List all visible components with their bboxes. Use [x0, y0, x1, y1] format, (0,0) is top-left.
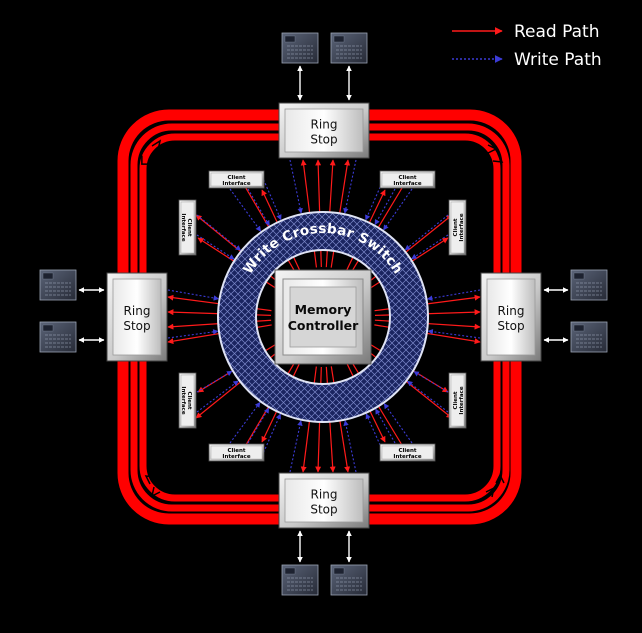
client-interface-label-line2: Interface [459, 213, 465, 241]
client-interface-label-line2: Interface [459, 386, 465, 414]
memory-controller-line2: Controller [288, 318, 359, 333]
write-arrow [196, 234, 235, 260]
write-arrow [343, 159, 357, 214]
chip-right-2 [570, 321, 608, 353]
ring-stop-label-line1: Ring [498, 304, 525, 318]
chip-top-1 [281, 32, 319, 64]
client-interface-label-line2: Interface [180, 213, 186, 241]
write-arrow [343, 420, 357, 473]
ring-stop-label-line2: Stop [310, 133, 337, 147]
write-arrow [374, 188, 396, 226]
write-arrow [383, 188, 413, 231]
write-arrow [404, 214, 449, 251]
write-path-arrows [167, 159, 481, 473]
client-interface-label-line2: Interface [222, 181, 250, 187]
chip-top-2 [330, 32, 368, 64]
write-arrow [229, 188, 262, 232]
memory-controller-line1: Memory [295, 302, 352, 317]
client-interface-label-line2: Interface [222, 454, 250, 460]
write-arrow [411, 234, 449, 260]
write-arrow [413, 371, 449, 393]
ring-direction-arrows [141, 139, 505, 498]
legend-write-label: Write Path [514, 50, 602, 70]
write-arrow [196, 214, 242, 251]
chip-left-2 [39, 321, 77, 353]
write-arrow [196, 370, 233, 393]
write-arrow [289, 159, 303, 214]
write-arrow [426, 289, 481, 301]
ring-stop-label-line1: Ring [311, 488, 338, 502]
ring-stop-label-line1: Ring [311, 118, 338, 132]
crossbar-ring [218, 212, 428, 422]
client-interface-label-line1: Client [453, 391, 459, 409]
client-interface-label-line1: Client [398, 448, 416, 454]
crossbar-inner-edge [255, 249, 391, 385]
ring-stop-label-line1: Ring [124, 304, 151, 318]
write-arrow [167, 329, 219, 339]
chip-bottom-1 [281, 564, 319, 596]
write-arrow [261, 175, 282, 221]
ring-stop-label-line2: Stop [497, 319, 524, 333]
write-arrow [247, 407, 270, 444]
ring-stop-label-line2: Stop [310, 503, 337, 517]
ring-stop-label-line2: Stop [123, 319, 150, 333]
client-interface-label-line2: Interface [393, 454, 421, 460]
client-interface-label-line1: Client [186, 218, 192, 236]
crossbar-outer-edge [217, 211, 429, 423]
chip-left-1 [39, 269, 77, 301]
client-interface-label-line1: Client [227, 448, 245, 454]
client-interfaces: ClientInterfaceClientInterfaceClientInte… [178, 170, 467, 462]
write-arrow [167, 289, 220, 301]
write-arrow [196, 380, 239, 413]
write-arrow [406, 380, 449, 413]
client-interface-label-line2: Interface [180, 386, 186, 414]
memory-controller: Memory Controller [274, 269, 372, 365]
client-interface-label-line1: Client [186, 391, 192, 409]
legend-read-label: Read Path [514, 22, 599, 42]
write-arrow [289, 420, 303, 473]
chip-bottom-2 [330, 564, 368, 596]
legend: Read Path Write Path [452, 22, 602, 70]
client-interface-label-line1: Client [227, 175, 245, 181]
chip-right-1 [570, 269, 608, 301]
write-arrow [229, 401, 261, 444]
write-arrow [247, 188, 270, 227]
client-interface-label-line1: Client [453, 218, 459, 236]
client-interface-label-line2: Interface [393, 181, 421, 187]
memory-chips [39, 32, 608, 596]
write-arrow [375, 408, 396, 444]
client-interface-label-line1: Client [398, 175, 416, 181]
write-arrow [383, 403, 413, 444]
write-arrow [427, 328, 481, 339]
